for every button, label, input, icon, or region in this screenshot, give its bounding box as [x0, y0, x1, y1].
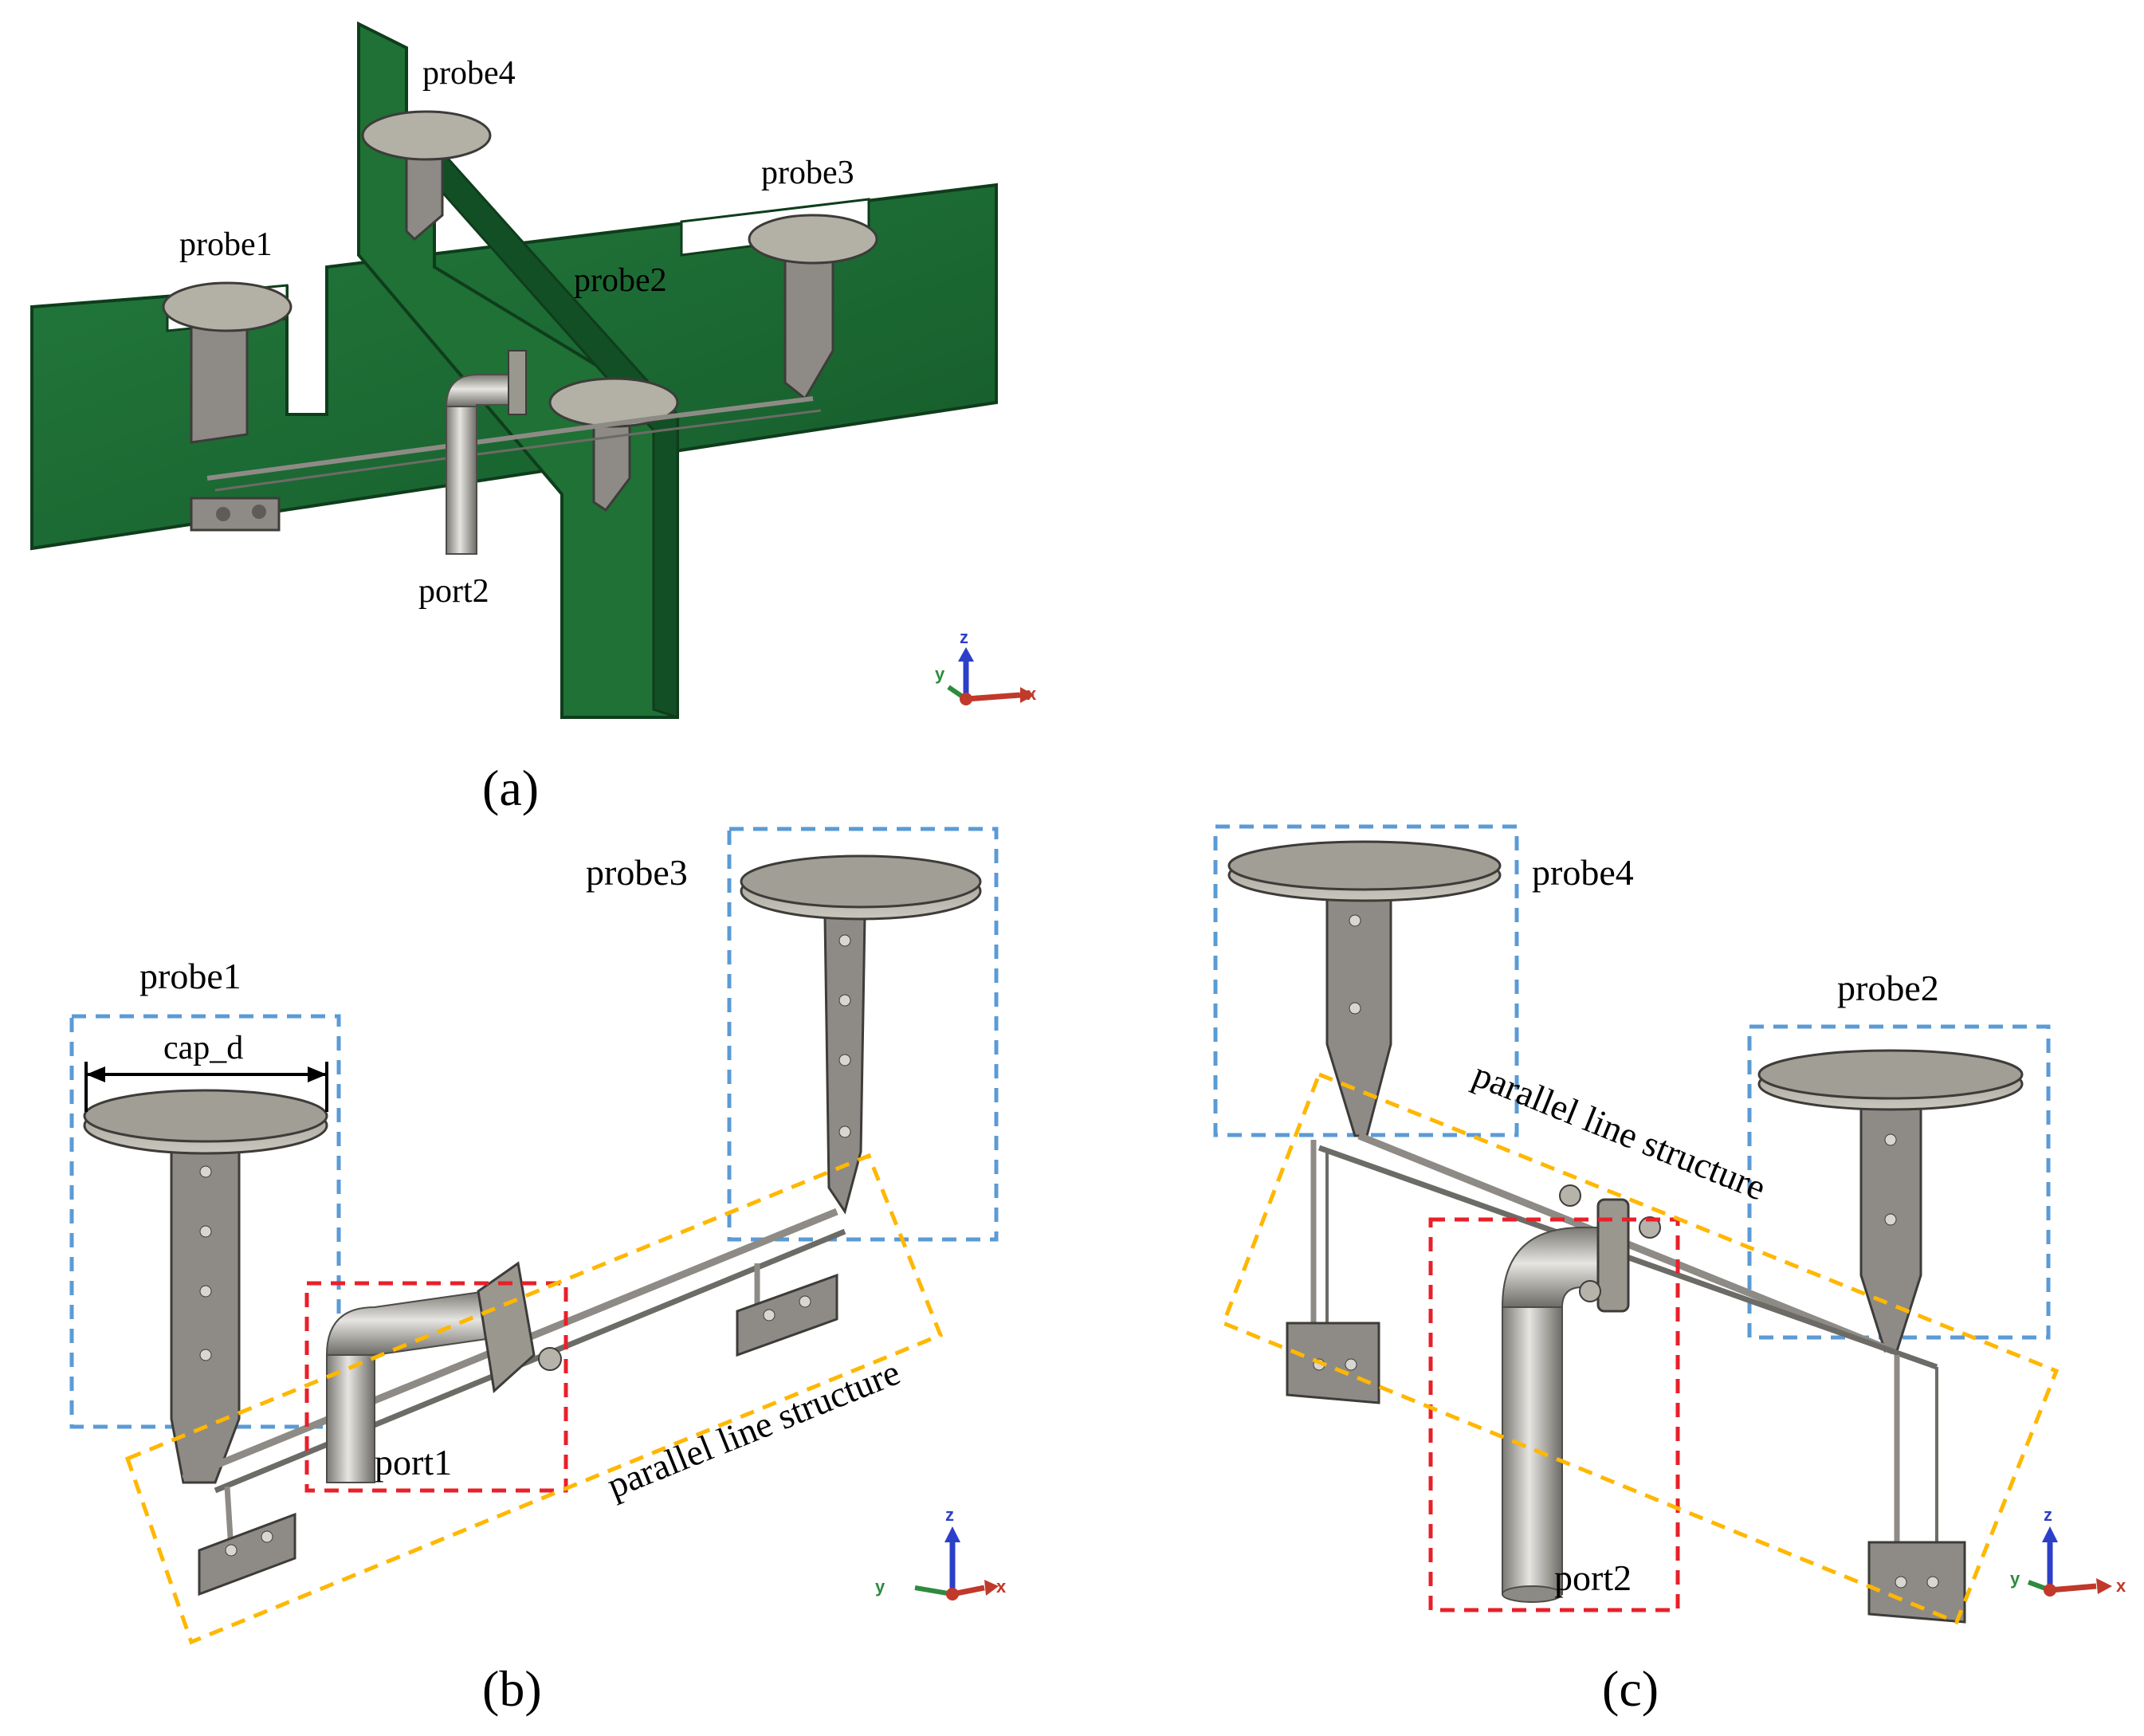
port2-flange-a — [508, 350, 527, 415]
pad-hole — [252, 505, 266, 519]
tab-hole — [1926, 1576, 1939, 1589]
label-probe1-b: probe1 — [139, 956, 241, 996]
probe3-cap-rim-b — [740, 854, 982, 909]
label-parallel-b: parallel line structure — [602, 1352, 905, 1506]
probe4-strip — [405, 150, 444, 242]
pad-hole — [216, 507, 230, 521]
strip-hole — [838, 994, 851, 1007]
tab-left-c — [1286, 1322, 1380, 1404]
label-port2-c: port2 — [1554, 1557, 1632, 1598]
tab-hole — [763, 1309, 776, 1322]
tab-hole — [1895, 1576, 1907, 1589]
strip-hole — [838, 934, 851, 947]
tab-hole — [261, 1530, 273, 1543]
panel-a: probe1 probe2 probe3 probe4 port2 x y z … — [30, 21, 1037, 816]
label-probe2-c: probe2 — [1837, 968, 1939, 1008]
label-port1-b: port1 — [375, 1442, 452, 1483]
axis-z-label-b: z — [945, 1505, 954, 1525]
strip-hole — [199, 1165, 212, 1178]
label-port2-a: port2 — [418, 573, 489, 610]
strip-hole — [199, 1349, 212, 1361]
axis-y-label-a: y — [935, 664, 945, 684]
cap-d-arrow-right — [308, 1066, 327, 1082]
probe3-box-b — [727, 827, 999, 1242]
probe1-cap — [162, 281, 293, 332]
port1-box-b — [304, 1281, 568, 1493]
feed-line-a-2 — [214, 409, 822, 492]
probe1-box-b — [69, 1014, 341, 1429]
port2-bend-c — [1501, 1227, 1603, 1308]
axis-x-label-b: x — [996, 1577, 1007, 1597]
caption-c: (c) — [1602, 1660, 1659, 1717]
port2-end-c — [1502, 1585, 1562, 1603]
strip-hole — [838, 1054, 851, 1066]
port1-flange-b — [477, 1261, 536, 1393]
port1-coax-b — [326, 1354, 375, 1483]
probe4-box-c — [1213, 824, 1519, 1137]
caption-a: (a) — [482, 760, 539, 816]
axis-z-label-c: z — [2044, 1505, 2052, 1525]
tab-right-c — [1867, 1541, 1966, 1624]
probe1-cap-rim-b — [83, 1089, 328, 1143]
strip-hole — [1349, 1002, 1361, 1015]
flange-nut — [538, 1347, 562, 1371]
axis-x-label-c: x — [2116, 1576, 2126, 1596]
probe2-box-c — [1747, 1024, 2051, 1340]
axis-triad-b: x y z — [875, 1505, 1007, 1600]
axis-y-label-b: y — [875, 1577, 885, 1597]
probe3-cap — [748, 214, 878, 265]
strip-hole — [838, 1125, 851, 1138]
flange-nut — [1559, 1184, 1581, 1207]
axis-triad-a: x y z — [935, 627, 1037, 705]
panel-b: cap_d probe1 probe3 port1 parallel — [69, 827, 1007, 1717]
strip-hole — [1884, 1213, 1897, 1226]
flange-nut — [1579, 1280, 1601, 1302]
label-probe4-a: probe4 — [422, 55, 516, 92]
cap-d-arrow-left — [86, 1066, 105, 1082]
probe4-cap — [361, 110, 492, 161]
strip-hole — [1349, 914, 1361, 927]
label-parallel-c: parallel line structure — [1467, 1054, 1771, 1208]
port2-flange-c — [1596, 1198, 1630, 1313]
strip-hole — [199, 1285, 212, 1298]
axis-triad-c: x y z — [2010, 1505, 2126, 1597]
probe4-strip-c — [1325, 895, 1392, 1137]
tab-hole — [1345, 1358, 1357, 1371]
tab-left-b — [198, 1512, 296, 1597]
label-probe2-a: probe2 — [574, 262, 667, 299]
label-probe3-b: probe3 — [586, 852, 688, 893]
port2-box-c — [1428, 1217, 1680, 1612]
parallel-line-2-b — [214, 1228, 846, 1494]
port2-coax-c — [1502, 1306, 1563, 1595]
probe4-cap-rim-c — [1227, 840, 1502, 891]
axis-z-label-a: z — [960, 627, 968, 647]
tab-right-b — [736, 1273, 838, 1357]
caption-b: (b) — [482, 1660, 542, 1717]
label-probe1-a: probe1 — [179, 226, 273, 263]
strip-hole — [1884, 1133, 1897, 1146]
probe2-cap — [548, 377, 679, 428]
axis-y-label-c: y — [2010, 1569, 2020, 1589]
label-probe3-a: probe3 — [761, 155, 854, 191]
solder-pad-a — [190, 497, 281, 532]
tab-hole — [225, 1544, 238, 1557]
tab-hole — [799, 1295, 811, 1308]
probe1-strip — [190, 317, 249, 444]
label-cap-d: cap_d — [163, 1030, 243, 1066]
flange-nut — [1639, 1216, 1661, 1239]
label-probe4-c: probe4 — [1532, 852, 1634, 893]
axis-x-label-a: x — [1027, 684, 1037, 704]
port2-coax-a — [446, 406, 477, 555]
parallel-box-c — [1220, 1071, 2060, 1625]
strip-hole — [199, 1225, 212, 1238]
feed-line-a — [206, 396, 814, 481]
probe2-cap-rim-c — [1757, 1049, 2024, 1100]
probe1-strip-b — [170, 1146, 241, 1484]
panel-c: probe4 probe2 port2 parallel line struct… — [1213, 824, 2126, 1717]
parallel-box-b — [124, 1153, 944, 1645]
